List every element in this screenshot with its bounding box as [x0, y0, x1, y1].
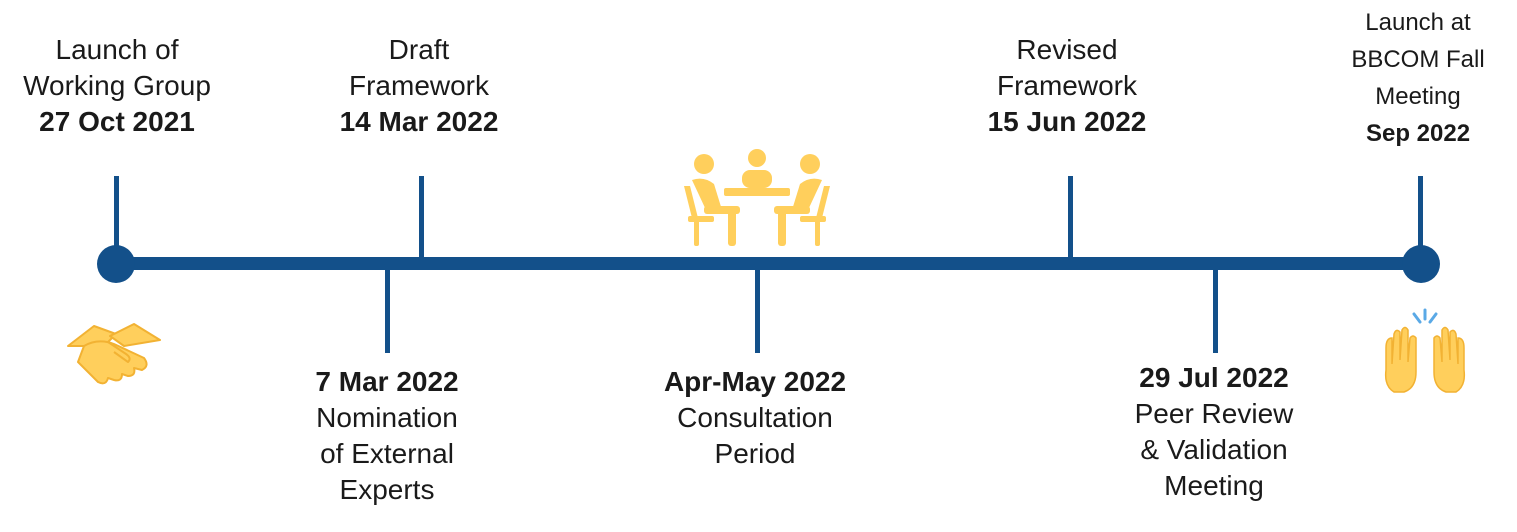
- event-consultation: Apr-May 2022 Consultation Period: [663, 366, 847, 469]
- tick-peer-review: [1213, 265, 1218, 353]
- raised-hands-icon: [1384, 308, 1466, 393]
- meeting-icon: [684, 149, 830, 246]
- tick-nomination: [385, 265, 390, 353]
- event-working-group: Launch of Working Group 27 Oct 2021: [23, 34, 211, 137]
- timeline-axis: [116, 257, 1422, 270]
- tick-consultation: [755, 265, 760, 353]
- handshake-icon: [67, 323, 161, 385]
- event-nomination: 7 Mar 2022 Nomination of External Expert…: [315, 366, 459, 505]
- event-revised-framework: Revised Framework 15 Jun 2022: [987, 34, 1147, 137]
- event-draft-framework: Draft Framework 14 Mar 2022: [339, 34, 499, 137]
- tick-draft-framework: [419, 176, 424, 262]
- tick-launch-bbcom: [1418, 176, 1423, 262]
- tick-working-group: [114, 176, 119, 262]
- tick-revised-framework: [1068, 176, 1073, 262]
- event-launch-bbcom: Launch at BBCOM Fall Meeting Sep 2022: [1351, 9, 1485, 147]
- event-peer-review: 29 Jul 2022 Peer Review & Validation Mee…: [1134, 362, 1294, 501]
